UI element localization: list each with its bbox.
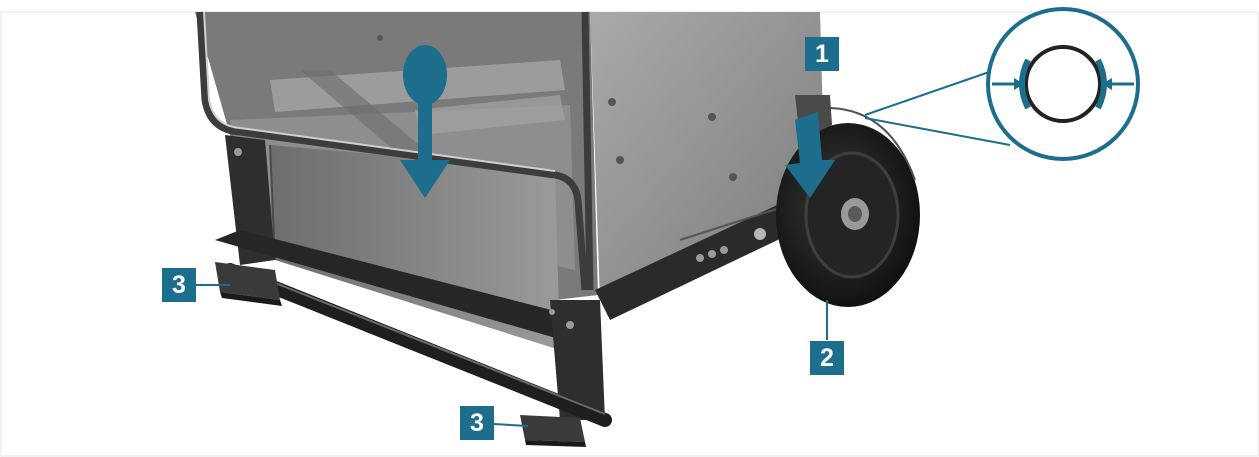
callout-2: 2 [810,341,844,375]
chassis [215,135,830,427]
down-arrow-icon-wheel [785,112,835,198]
leader-3-rear [493,423,529,427]
foot-rear [520,415,586,447]
tube-frame [196,11,594,291]
callout-3-rear: 3 [460,406,494,440]
callout-3-front: 3 [162,268,196,302]
down-arrow-icon [400,45,450,198]
foot-front [215,262,282,306]
tyre-pressure-icon [986,7,1140,161]
detail-leaders [864,69,1011,146]
callout-1: 1 [805,37,839,71]
